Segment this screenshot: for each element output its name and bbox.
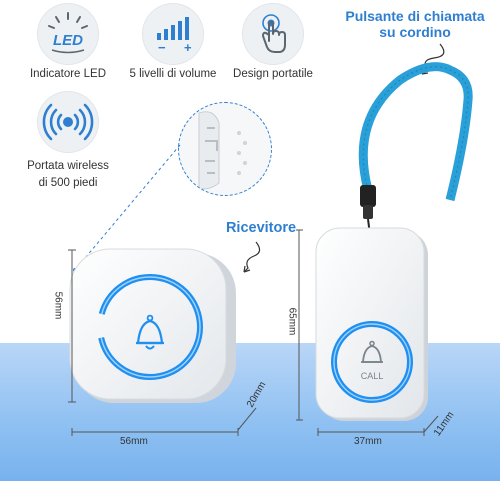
- receiver-width-label: 56mm: [120, 436, 148, 447]
- receiver-callout: Ricevitore: [225, 220, 297, 236]
- call-button-dimension-lines: [296, 229, 439, 436]
- wireless-feature-label: Portata wireless di 500 piedi: [26, 158, 110, 192]
- call-button-bell-icon: [361, 340, 383, 363]
- wireless-label-line2: di 500 piedi: [38, 177, 98, 189]
- detail-zoom-circle: [178, 102, 272, 196]
- clip-detail-illustration: [198, 111, 247, 190]
- wireless-signal-icon: [42, 103, 94, 141]
- wireless-feature-circle: [37, 91, 99, 153]
- call-button-height-label: 65mm: [286, 307, 298, 336]
- lanyard-strap: [358, 62, 473, 236]
- led-feature-circle: LED: [37, 3, 99, 65]
- volume-minus-text: −: [158, 40, 166, 55]
- volume-levels-icon: − +: [157, 17, 192, 55]
- receiver-device: [69, 248, 236, 403]
- wireless-label-line1: Portata wireless: [27, 160, 109, 172]
- receiver-bell-icon: [136, 314, 164, 350]
- portable-feature-label: Design portatile: [233, 68, 313, 80]
- led-feature-label: Indicatore LED: [29, 68, 107, 80]
- call-button-width-label: 37mm: [354, 436, 382, 447]
- call-button-device: CALL: [315, 227, 428, 421]
- portable-feature-circle: [242, 3, 304, 65]
- lanyard-callout-title: Pulsante di chiamata su cordino: [335, 8, 495, 40]
- lanyard-callout-line2: su cordino: [379, 24, 451, 40]
- volume-feature-circle: − +: [142, 3, 204, 65]
- receiver-height-label: 56mm: [52, 291, 64, 320]
- led-icon: LED: [48, 12, 88, 54]
- receiver-callout-arrow: [243, 241, 261, 273]
- receiver-dimension-lines: [68, 249, 257, 436]
- volume-feature-label: 5 livelli di volume: [129, 68, 217, 80]
- lanyard-callout-line1: Pulsante di chiamata: [345, 8, 485, 24]
- call-button-text: CALL: [361, 371, 384, 381]
- touch-hand-icon: [262, 14, 286, 53]
- volume-plus-text: +: [184, 40, 192, 55]
- led-icon-text: LED: [53, 32, 83, 49]
